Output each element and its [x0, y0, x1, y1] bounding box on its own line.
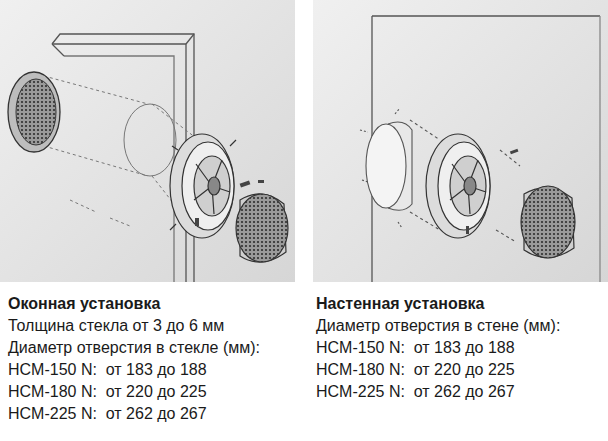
screws [466, 149, 518, 234]
window-frame [52, 34, 194, 282]
model-size: HCM-150 N: от 183 до 188 [8, 360, 207, 380]
spec-line: Диаметр отверстия в стене (мм): [316, 316, 560, 336]
panel-background [313, 0, 608, 282]
wall-hole [360, 108, 520, 242]
fan-unit [426, 134, 490, 238]
model-size: HCM-150 N: от 183 до 188 [316, 338, 515, 358]
panel-background [0, 0, 295, 282]
wall [372, 16, 600, 282]
model-size: HCM-180 N: от 220 до 225 [8, 382, 207, 402]
spec-line: Толщина стекла от 3 до 6 мм [8, 316, 224, 336]
section-heading: Настенная установка [316, 294, 484, 314]
model-size: HCM-180 N: от 220 до 225 [316, 360, 515, 380]
inner-cap [521, 186, 575, 258]
outer-grille [8, 72, 60, 152]
fan-unit [170, 134, 236, 238]
spec-line: Диаметр отверстия в стекле (мм): [8, 338, 260, 358]
section-heading: Оконная установка [8, 294, 160, 314]
model-size: HCM-225 N: от 262 до 267 [316, 382, 515, 402]
inner-cap [236, 194, 288, 262]
model-size: HCM-225 N: от 262 до 267 [8, 404, 207, 424]
